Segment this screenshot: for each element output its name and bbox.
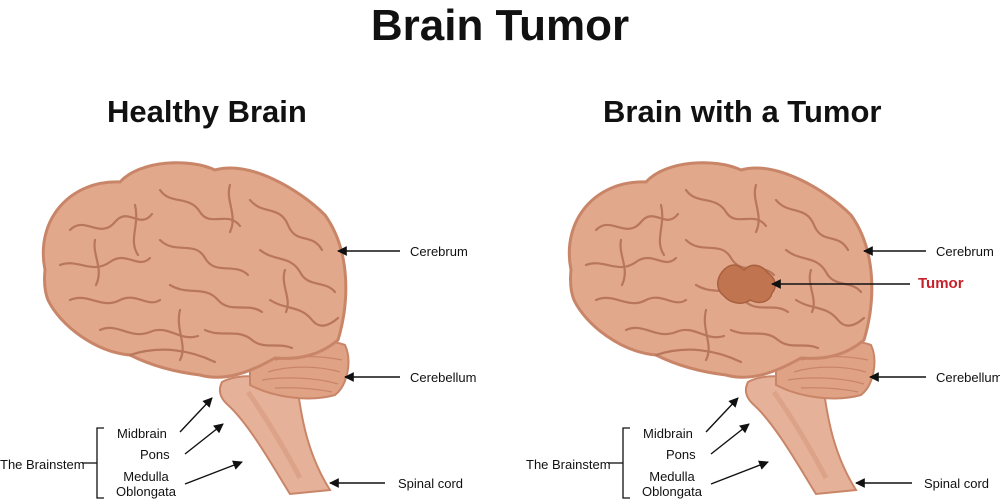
label-cerebellum-right: Cerebellum <box>936 370 1000 385</box>
label-medulla-line1-left: Medulla <box>123 469 169 484</box>
tumor-brain-illustration <box>569 163 874 494</box>
arrow-pons-right <box>710 423 750 455</box>
tumor-mass <box>717 264 776 304</box>
healthy-brain-title: Healthy Brain <box>107 94 307 129</box>
label-midbrain-left: Midbrain <box>117 426 167 441</box>
arrow-medulla-right <box>710 460 769 485</box>
label-pons-left: Pons <box>140 447 170 462</box>
label-pons-right: Pons <box>666 447 696 462</box>
arrow-pons-left <box>184 423 224 455</box>
label-cerebrum-right: Cerebrum <box>936 244 994 259</box>
label-medulla-right: Medulla Oblongata <box>634 469 710 499</box>
label-medulla-line2-right: Oblongata <box>642 484 702 499</box>
page-title: Brain Tumor <box>370 1 630 50</box>
label-spinal-cord-left: Spinal cord <box>398 476 464 491</box>
brainstem-bracket-left <box>96 427 104 499</box>
arrow-midbrain-right <box>705 397 739 433</box>
arrow-medulla-left <box>184 460 243 485</box>
label-medulla-line1-right: Medulla <box>649 469 695 484</box>
arrow-midbrain-left <box>179 397 213 433</box>
label-spinal-cord-right: Spinal cord <box>924 476 990 491</box>
tumor-brain-title: Brain with a Tumor <box>603 94 882 129</box>
label-brainstem-left: The Brainstem <box>0 457 85 472</box>
label-cerebrum-left: Cerebrum <box>410 244 468 259</box>
label-tumor: Tumor <box>918 275 964 292</box>
healthy-brain-illustration <box>43 163 348 494</box>
label-cerebellum-left: Cerebellum <box>410 370 477 385</box>
label-medulla-line2-left: Oblongata <box>116 484 176 499</box>
label-midbrain-right: Midbrain <box>643 426 693 441</box>
brainstem-bracket-right <box>622 427 630 499</box>
label-medulla-left: Medulla Oblongata <box>108 469 184 499</box>
label-brainstem-right: The Brainstem <box>526 457 611 472</box>
